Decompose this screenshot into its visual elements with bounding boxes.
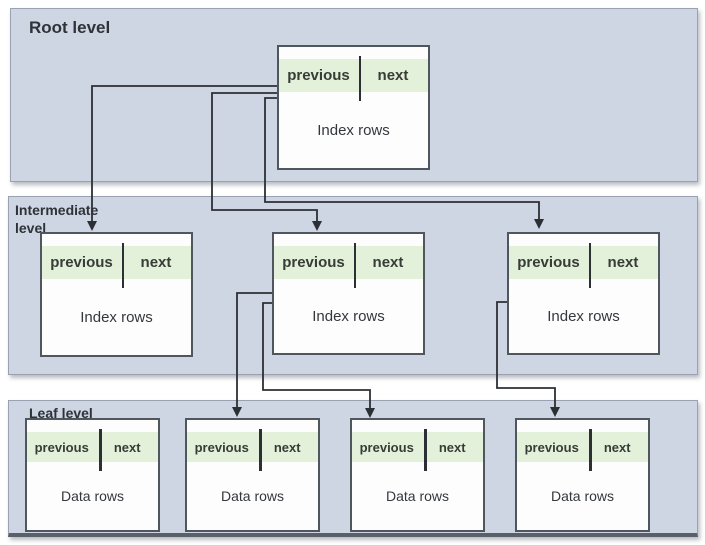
previous-pointer-label: previous: [50, 254, 113, 271]
next-pointer-label: next: [438, 439, 466, 455]
leaf-data-node-1: previous next Data rows: [25, 418, 160, 532]
previous-pointer-label: previous: [34, 439, 89, 455]
next-pointer-label: next: [607, 254, 639, 271]
previous-pointer-label: previous: [359, 439, 414, 455]
intermediate-index-node-3: previous next Index rows: [507, 232, 660, 355]
node-body-label: Index rows: [312, 307, 385, 325]
page-header: previous next: [509, 243, 658, 288]
page-header: previous next: [42, 243, 191, 288]
next-pointer-label: next: [377, 67, 409, 84]
header-divider: [358, 56, 362, 101]
header-divider: [353, 243, 357, 288]
previous-pointer-label: previous: [287, 67, 350, 84]
page-header: previous next: [517, 429, 648, 471]
next-pointer-label: next: [372, 254, 404, 271]
node-body-label: Data rows: [550, 488, 615, 504]
header-divider: [424, 429, 427, 471]
header-divider: [259, 429, 262, 471]
leaf-data-node-3: previous next Data rows: [350, 418, 485, 532]
header-divider: [589, 429, 592, 471]
intermediate-level-label: Intermediate level: [15, 202, 99, 236]
previous-pointer-label: previous: [524, 439, 579, 455]
next-pointer-label: next: [603, 439, 631, 455]
header-divider: [99, 429, 102, 471]
root-level-label: Root level: [29, 18, 111, 37]
next-pointer-label: next: [113, 439, 141, 455]
header-divider: [121, 243, 125, 288]
node-body-label: Index rows: [547, 307, 620, 325]
next-pointer-label: next: [140, 254, 172, 271]
page-header: previous next: [274, 243, 423, 288]
next-pointer-label: next: [273, 439, 301, 455]
node-body-label: Index rows: [80, 308, 153, 326]
leaf-level-label: Leaf level: [29, 405, 93, 421]
root-index-node: previous next Index rows: [277, 45, 430, 170]
intermediate-index-node-1: previous next Index rows: [40, 232, 193, 357]
page-header: previous next: [27, 429, 158, 471]
previous-pointer-label: previous: [517, 254, 580, 271]
page-header: previous next: [279, 56, 428, 101]
node-body-label: Data rows: [385, 488, 450, 504]
leaf-data-node-4: previous next Data rows: [515, 418, 650, 532]
previous-pointer-label: previous: [194, 439, 249, 455]
leaf-data-node-2: previous next Data rows: [185, 418, 320, 532]
previous-pointer-label: previous: [282, 254, 345, 271]
page-header: previous next: [352, 429, 483, 471]
intermediate-index-node-2: previous next Index rows: [272, 232, 425, 355]
header-divider: [588, 243, 592, 288]
node-body-label: Data rows: [220, 488, 285, 504]
node-body-label: Index rows: [317, 121, 390, 139]
node-body-label: Data rows: [60, 488, 125, 504]
page-header: previous next: [187, 429, 318, 471]
